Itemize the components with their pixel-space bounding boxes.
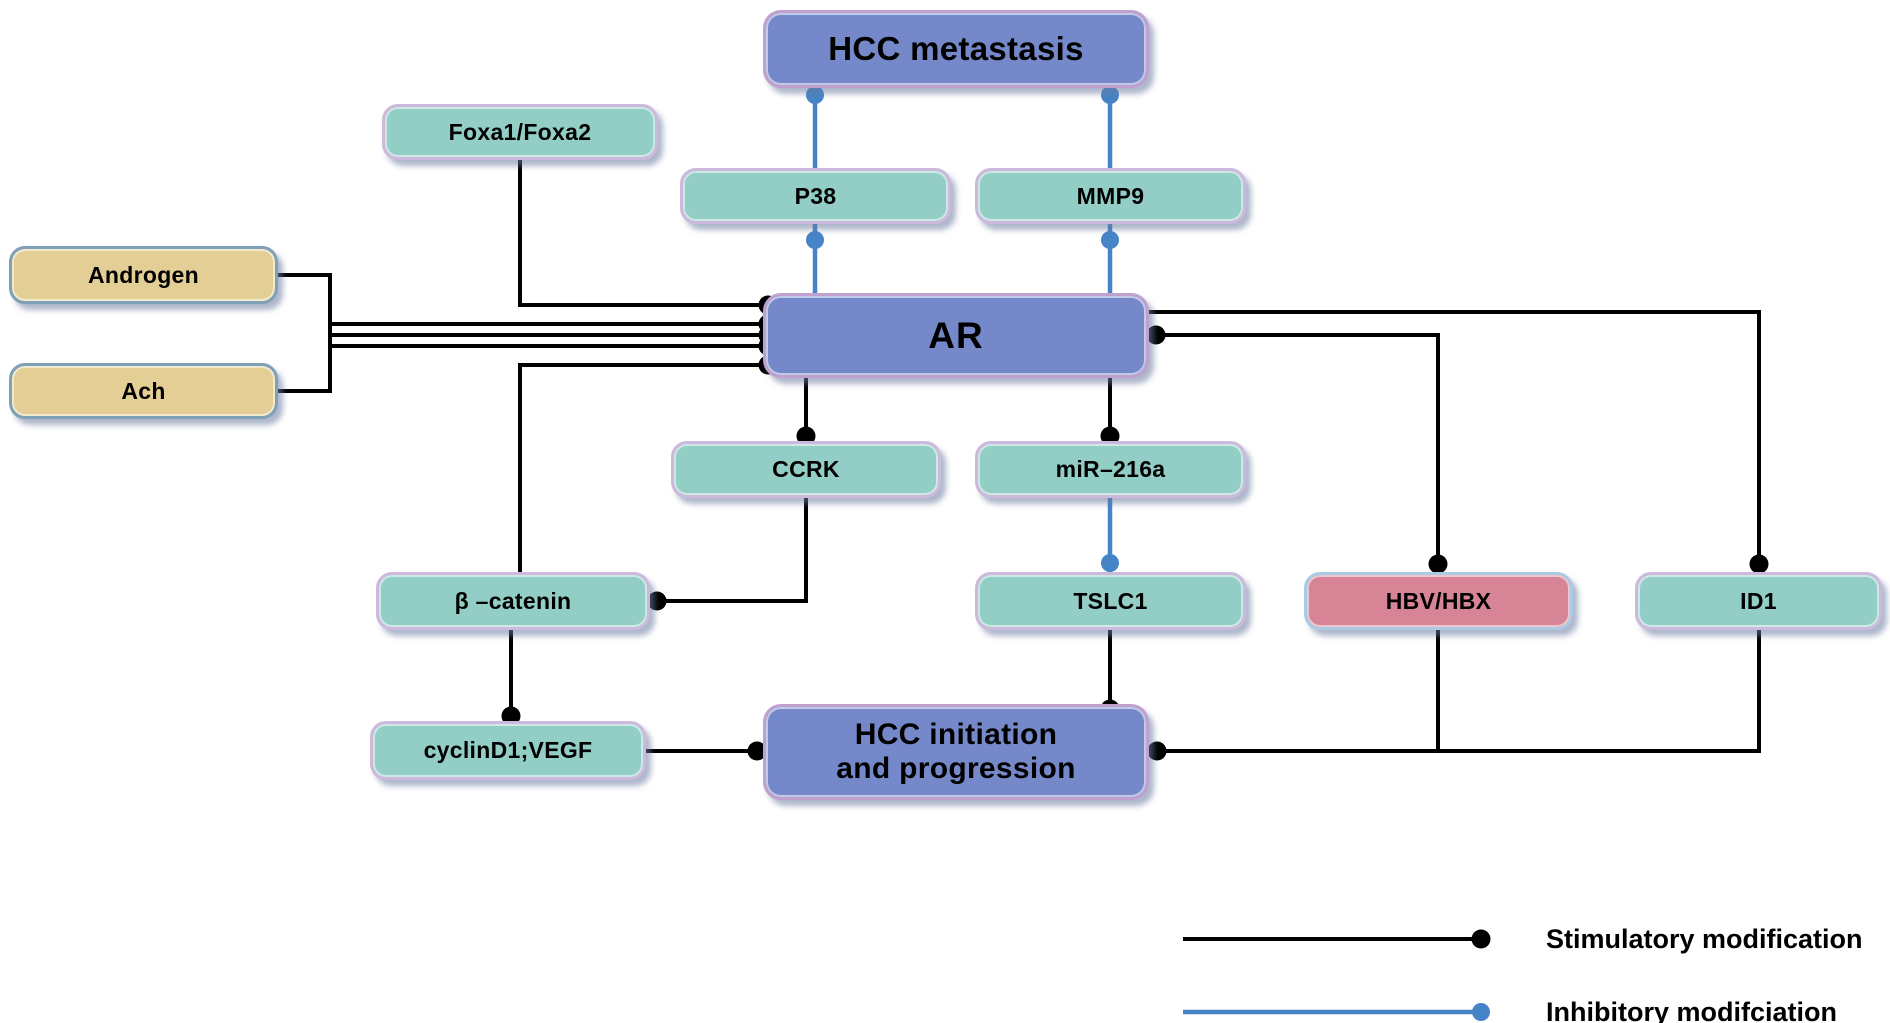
node-mir216a-label: miR–216a (1055, 456, 1166, 482)
edge-ar-hbv-mutual (1149, 333, 1440, 572)
edge-ccrk-to-bcatenin (650, 498, 808, 603)
node-cyclind1-vegf-label: cyclinD1;VEGF (423, 737, 593, 763)
dot-inhib-tslc1 (1101, 554, 1119, 572)
node-p38: P38 (680, 168, 951, 224)
dot-stim-hccinit-right (1147, 741, 1167, 761)
legend-stimulatory-dot (1471, 929, 1491, 949)
node-tslc1-label: TSLC1 (1073, 587, 1148, 614)
node-hcc-initiation: HCC initiation and progression (763, 704, 1149, 800)
node-hbv-hbx-label: HBV/HBX (1385, 587, 1492, 614)
node-hcc-metastasis: HCC metastasis (763, 10, 1149, 88)
edge-bcatenin-to-ar (518, 363, 764, 572)
node-ar: AR (763, 293, 1149, 378)
node-mmp9: MMP9 (975, 168, 1246, 224)
node-id1-label: ID1 (1740, 587, 1777, 614)
node-cyclind1-vegf: cyclinD1;VEGF (370, 721, 646, 780)
dot-stim-id1 (1749, 554, 1769, 574)
node-hcc-metastasis-label: HCC metastasis (828, 30, 1084, 67)
edge-foxa-to-ar (518, 160, 764, 307)
dot-stim-hccinit-left (747, 741, 767, 761)
dot-stim-ccrk (796, 426, 816, 446)
dot-stim-mir216a (1100, 426, 1120, 446)
node-hcc-initiation-line2: and progression (836, 752, 1076, 785)
edge-ar-to-id1 (1149, 310, 1761, 572)
legend-stimulatory-label: Stimulatory modification (1546, 923, 1863, 954)
dot-inhib-metastasis-mmp9 (1101, 86, 1119, 104)
dot-stim-ar-right (1146, 325, 1166, 345)
dot-inhib-mmp9 (1101, 231, 1119, 249)
node-mir216a: miR–216a (975, 441, 1246, 498)
node-beta-catenin-label: β –catenin (454, 587, 572, 614)
edge-id1-to-hccinit (1149, 630, 1761, 753)
dot-stim-cyclind1 (501, 706, 521, 726)
node-ccrk: CCRK (671, 441, 941, 498)
node-p38-label: P38 (794, 182, 837, 209)
node-ach: Ach (9, 363, 278, 419)
node-beta-catenin: β –catenin (376, 572, 650, 630)
node-ccrk-label: CCRK (772, 456, 840, 482)
node-foxa1-foxa2-label: Foxa1/Foxa2 (448, 118, 592, 145)
node-hcc-initiation-line1: HCC initiation (854, 717, 1058, 751)
legend-inhibitory-label: Inhibitory modifciation (1546, 996, 1837, 1023)
node-androgen-label: Androgen (88, 261, 199, 288)
node-ach-label: Ach (121, 377, 166, 404)
dot-stim-hbv (1428, 554, 1448, 574)
node-mmp9-label: MMP9 (1076, 182, 1145, 209)
node-tslc1: TSLC1 (975, 572, 1246, 630)
node-androgen: Androgen (9, 246, 278, 304)
node-hbv-hbx: HBV/HBX (1304, 572, 1573, 630)
node-foxa1-foxa2: Foxa1/Foxa2 (382, 104, 658, 160)
dot-inhib-metastasis-p38 (806, 86, 824, 104)
node-ar-label: AR (928, 314, 984, 356)
node-id1: ID1 (1635, 572, 1882, 630)
dot-stim-bcatenin (647, 591, 667, 611)
legend-inhibitory-dot (1472, 1003, 1490, 1021)
dot-inhib-p38 (806, 231, 824, 249)
